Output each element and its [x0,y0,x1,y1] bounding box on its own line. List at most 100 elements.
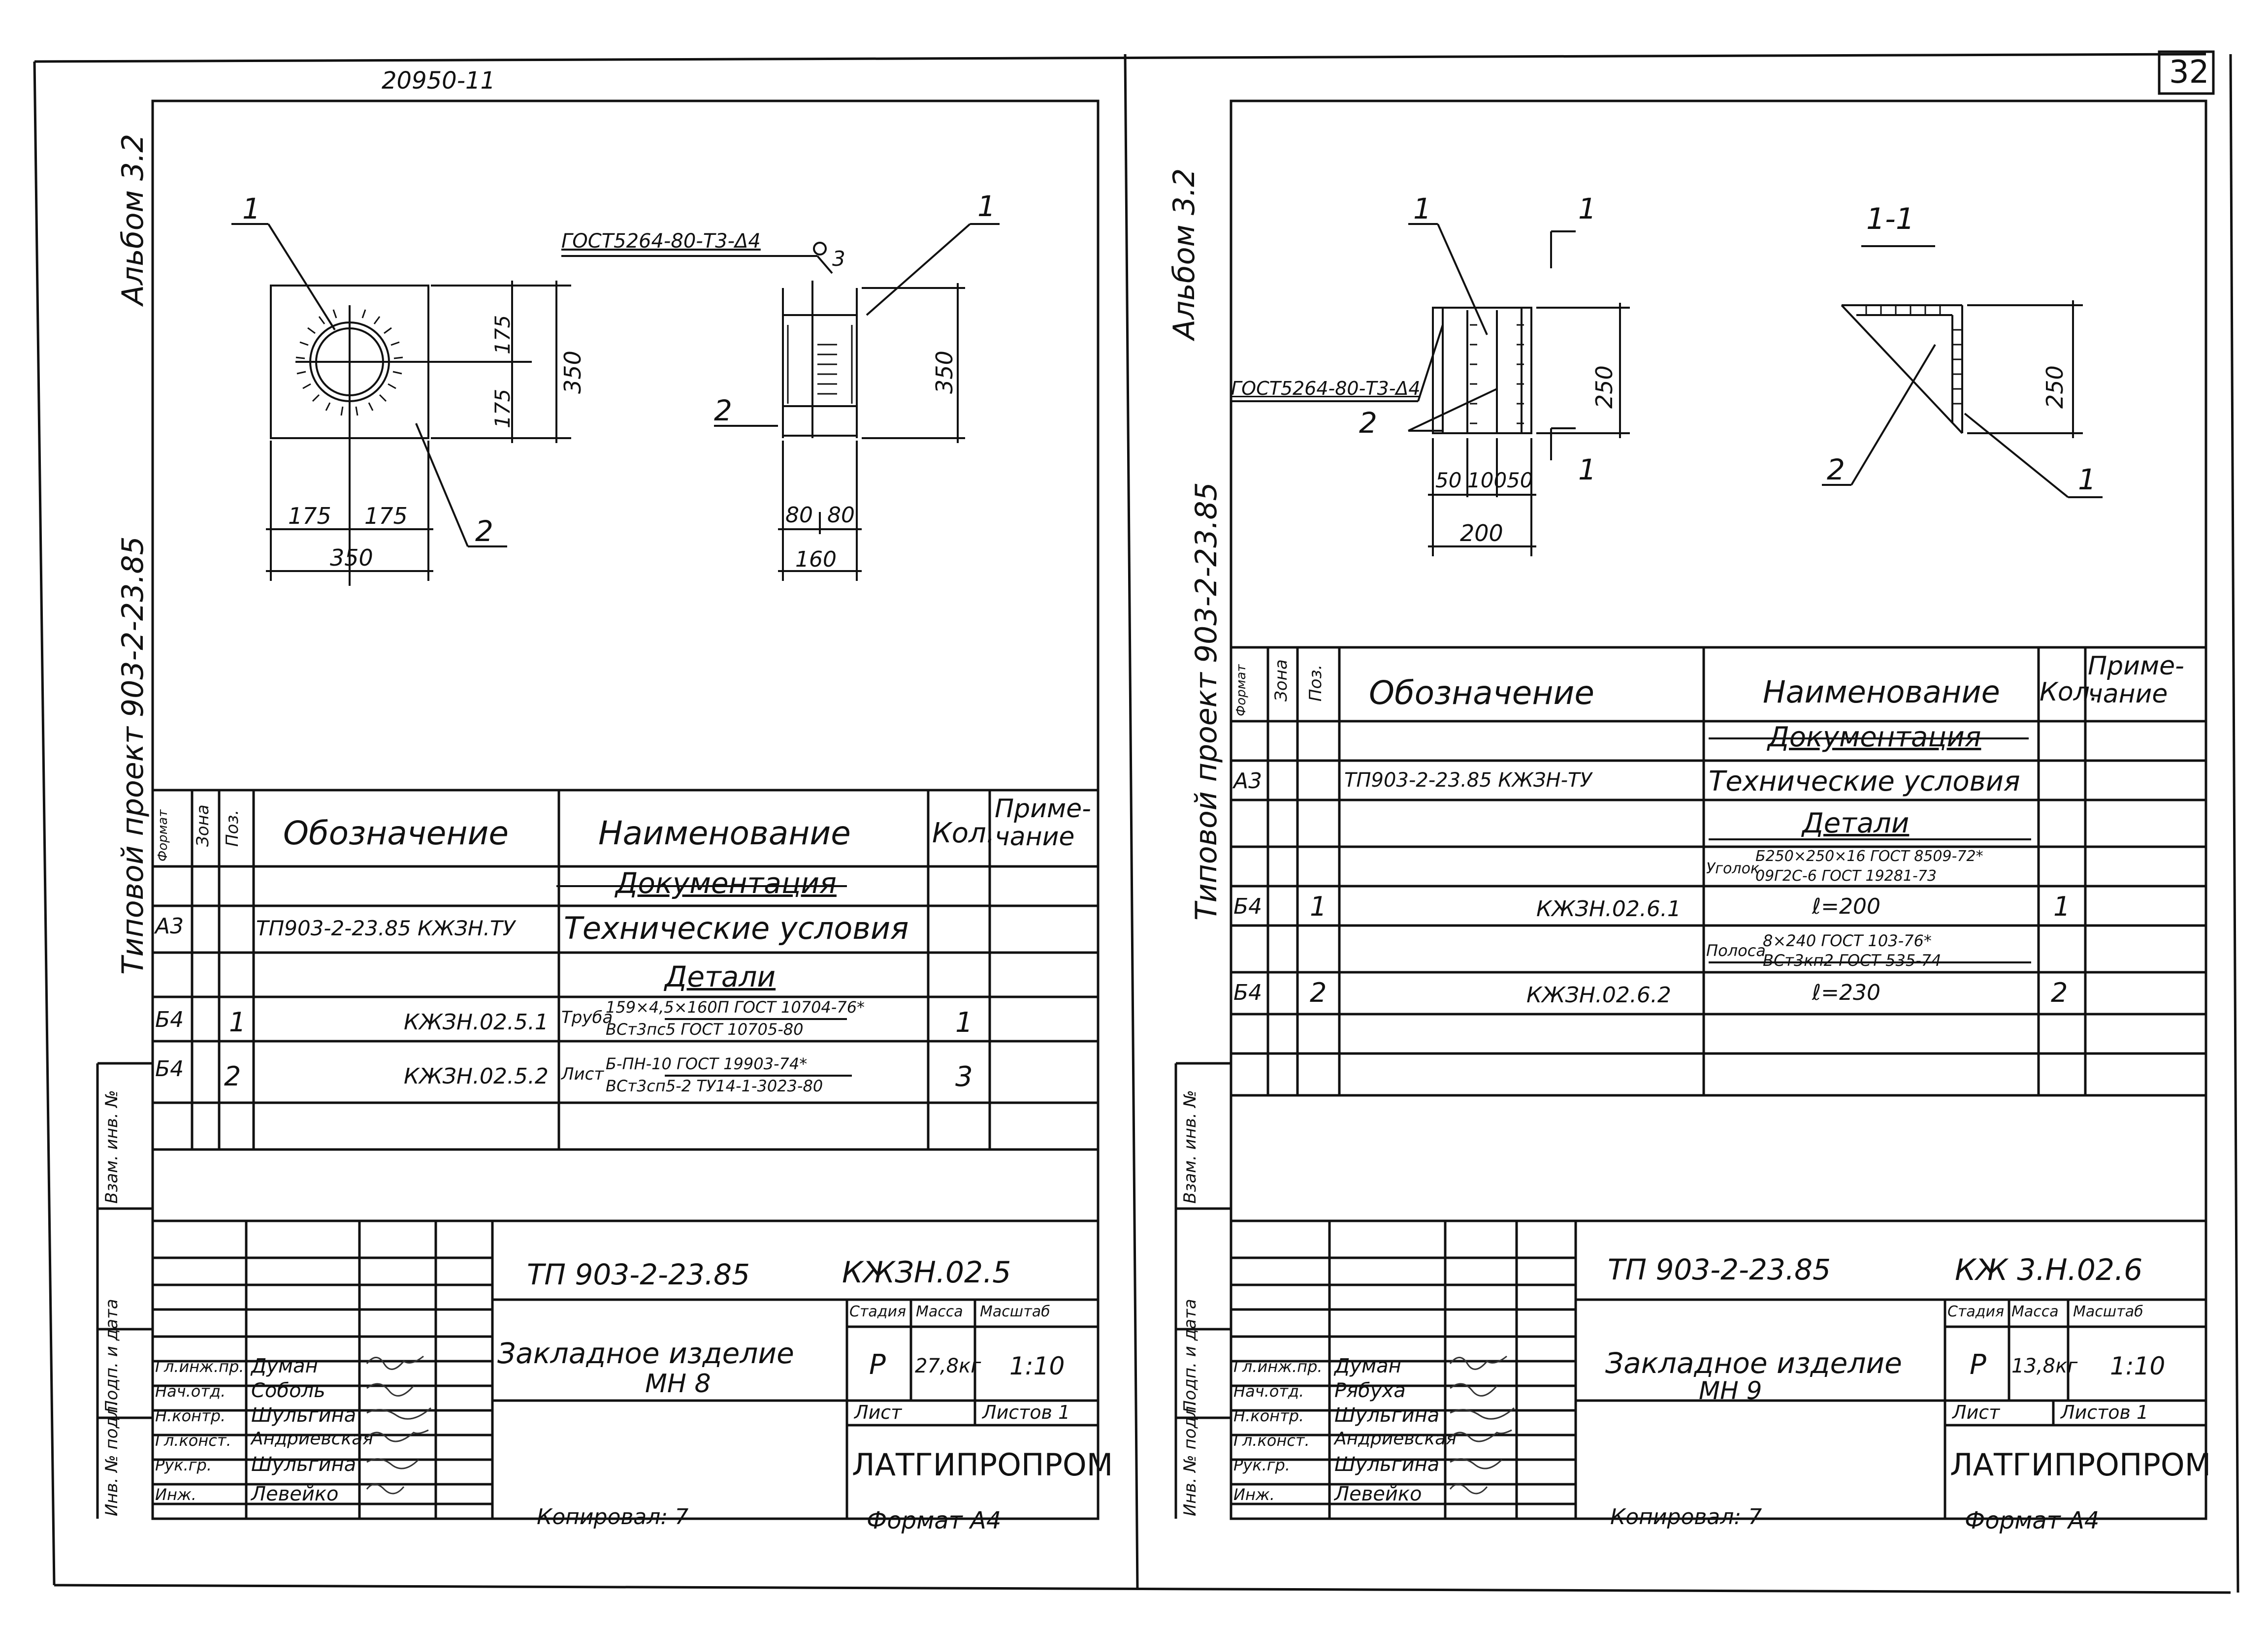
row-designation: ТП903-2-23.85 КЖЗН.ТУ [256,916,516,940]
callout-1-left: 1 [242,192,260,225]
row-name-bottom: ВСт3сп5-2 ТУ14-1-3023-80 [606,1077,823,1095]
person-name: Андриевская [251,1429,373,1449]
person-name: Шульгина [1334,1453,1440,1476]
hdr-zone: Зона [193,804,213,847]
role: Нач.отд. [1233,1382,1304,1401]
row-name: ℓ=200 [1812,894,1881,919]
row-name-top: Б250×250×16 ГОСТ 8509-72* [1755,848,1983,865]
callout-2-section: 2 [1827,453,1845,486]
mass-label: Масса [916,1303,963,1320]
row-qty: 1 [955,1007,973,1039]
hdr-name: Наименование [598,814,851,852]
signatures [366,1355,431,1495]
sheets-label: Листов 1 [982,1402,1070,1423]
row-format: Б4 [155,1056,184,1082]
drawing-title: Закладное изделие [497,1337,794,1370]
drawing-subtitle: МН 8 [645,1369,711,1399]
person-name: Левейко [251,1483,339,1505]
row-format: Б4 [1233,980,1263,1005]
row-name-bottom: ВСт3пс5 ГОСТ 10705-80 [606,1020,804,1039]
copied-by: Копировал: 7 [537,1504,689,1530]
scale-value: 1:10 [2110,1352,2166,1380]
role: Инж. [155,1485,196,1504]
row-name-prefix: Полоса [1706,941,1766,960]
dim-200: 200 [1460,520,1503,546]
person-name: Думан [1334,1355,1401,1377]
row-name-prefix: Лист [561,1064,604,1084]
section-parts: Детали [1802,807,1910,839]
hdr-format: Формат [156,809,170,862]
doc-code: КЖЗН.02.5 [842,1255,1011,1290]
row-pos: 1 [1310,891,1327,922]
person-name: Андриевская [1334,1429,1457,1449]
row-name-top: Б-ПН-10 ГОСТ 19903-74* [606,1054,808,1073]
row-name-top: 159×4,5×160П ГОСТ 10704-76* [606,998,865,1017]
stamp-inv-no: Инв. № подл. [1180,1401,1200,1516]
person-name: Левейко [1334,1483,1422,1505]
row-pos: 2 [1310,977,1327,1008]
sheet-label: Лист [854,1402,902,1423]
role: Н.контр. [155,1406,226,1425]
project-label: Типовой проект 903-2-23.85 [116,536,150,975]
weld-note: ГОСТ5264-80-Т3-Δ4 [561,230,761,253]
row-name-bottom: ВСт3кп2 ГОСТ 535-74 [1763,951,1942,970]
org-name: ЛАТГИПРОПРОМ [852,1447,1113,1483]
signatures [1449,1355,1515,1495]
scale-value: 1:10 [1009,1352,1065,1380]
stage-label: Стадия [1947,1303,2005,1320]
hdr-qty: Кол. [2040,677,2098,707]
row-name-prefix: Уголок [1706,860,1760,877]
dim-350-right: 350 [559,351,586,394]
dim-175a: 175 [288,503,331,529]
role: Гл.инж.пр. [155,1357,244,1376]
row-format: Б4 [1233,894,1263,919]
drawing-subtitle: МН 9 [1699,1376,1762,1405]
dim-50a: 50 [1435,468,1462,492]
person-name: Шульгина [251,1404,356,1427]
role: Рук.гр. [1233,1456,1291,1474]
callout-1-left: 1 [1413,192,1431,225]
mass-value: 27,8кг [915,1355,981,1377]
dim-175d: 175 [490,388,515,428]
person-name: Шульгина [251,1453,356,1476]
page-number: 32 [2169,54,2209,91]
stage-value: Р [869,1349,886,1381]
role: Нач.отд. [155,1382,226,1401]
project-label: Типовой проект 903-2-23.85 [1189,482,1224,921]
section-docs: Документация [616,866,837,900]
dim-350-bottom: 350 [330,544,373,571]
org-name: ЛАТГИПРОПРОМ [1950,1447,2211,1483]
row-name: Технические условия [564,910,909,946]
dim-250-front: 250 [1591,365,1618,409]
drawing-title: Закладное изделие [1605,1346,1902,1380]
hdr-note: Приме-чание [2088,651,2184,709]
row-designation: КЖЗН.02.5.1 [404,1010,549,1035]
mass-value: 13,8кг [2011,1355,2078,1377]
callout-2-left: 2 [475,514,493,548]
callout-2-left: 2 [1359,406,1377,440]
row-format: Б4 [155,1007,184,1032]
person-name: Соболь [251,1379,325,1402]
hdr-name: Наименование [1763,674,2000,710]
copied-by: Копировал: 7 [1610,1504,1762,1530]
callout-2-right: 2 [714,394,732,427]
row-format: А3 [1233,768,1263,794]
hdr-format: Формат [1234,664,1249,717]
hdr-note: Приме-чание [995,794,1091,852]
sheet-label: Лист [1952,1402,2000,1423]
hdr-qty: Кол. [932,817,995,849]
dim-50b: 50 [1507,468,1533,492]
section-title: 1-1 [1866,202,1914,236]
dim-175b: 175 [364,503,408,529]
callout-1-right: 1 [977,190,996,223]
stamp-replace-inv: Взам. инв. № [1180,1090,1200,1204]
role: Гл.инж.пр. [1233,1357,1323,1376]
dim-175c: 175 [490,315,515,354]
row-designation: ТП903-2-23.85 КЖЗН-ТУ [1344,769,1592,792]
hdr-pos: Поз. [223,809,242,847]
callout-1-section: 1 [2078,463,2096,496]
album-label: Альбом 3.2 [1167,168,1201,340]
role: Н.контр. [1233,1406,1304,1425]
row-qty: 2 [2051,977,2068,1008]
